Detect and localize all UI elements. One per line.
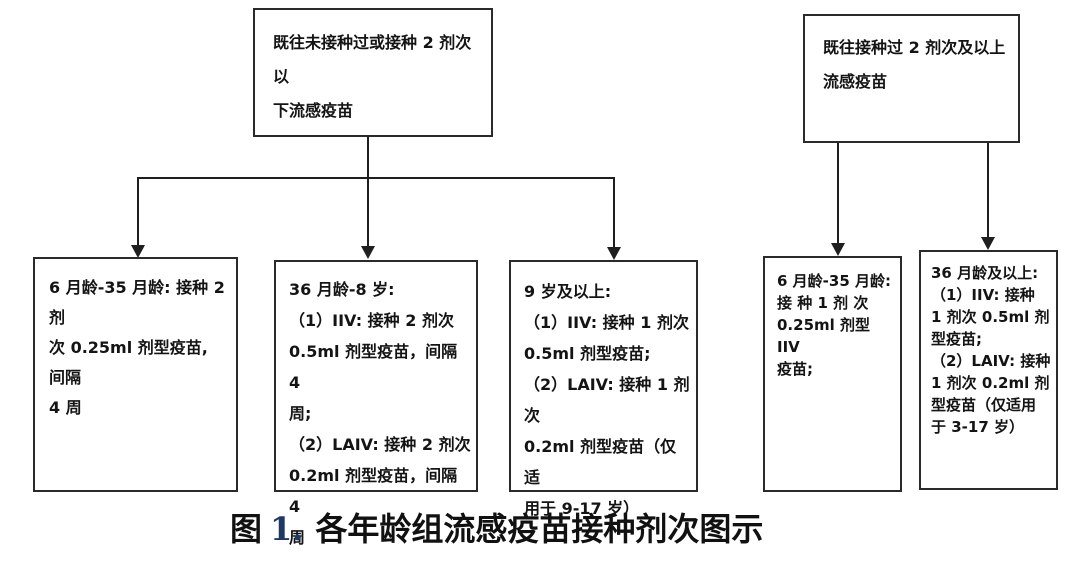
node-prior-age-36-months-plus-text: 36 月龄及以上: （1）IIV: 接种 1 剂次 0.5ml 剂 型疫苗; （… (931, 264, 1051, 436)
node-prior-age-36-months-plus: 36 月龄及以上: （1）IIV: 接种 1 剂次 0.5ml 剂 型疫苗; （… (919, 250, 1058, 490)
connector-line-right-drop-2 (987, 143, 989, 237)
node-age-9-plus-years: 9 岁及以上: （1）IIV: 接种 1 剂次 0.5ml 剂型疫苗; （2）L… (509, 260, 698, 518)
connector-line-left-horizontal (137, 177, 615, 179)
arrow-down-icon (981, 237, 995, 250)
arrow-down-icon (361, 246, 375, 259)
figure-caption-prefix: 图 (230, 510, 263, 548)
node-history-under-2-doses-text: 既往未接种过或接种 2 剂次以 下流感疫苗 (273, 33, 472, 120)
connector-line-right-drop-1 (837, 143, 839, 243)
node-history-2-plus-doses-text: 既往接种过 2 剂次及以上 流感疫苗 (823, 38, 1006, 91)
arrow-down-icon (607, 247, 621, 260)
connector-line-left-stem (367, 136, 369, 246)
connector-line-drop-right (613, 177, 615, 247)
node-age-6-35-months: 6 月龄-35 月龄: 接种 2 剂 次 0.25ml 剂型疫苗, 间隔 4 周 (33, 257, 238, 492)
node-history-2-plus-doses: 既往接种过 2 剂次及以上 流感疫苗 (803, 14, 1020, 143)
figure-caption-text: 各年龄组流感疫苗接种剂次图示 (315, 510, 764, 548)
node-age-9-plus-years-text: 9 岁及以上: （1）IIV: 接种 1 剂次 0.5ml 剂型疫苗; （2）L… (524, 282, 690, 518)
connector-line-drop-left (137, 177, 139, 245)
arrow-down-icon (831, 243, 845, 256)
node-age-6-35-months-text: 6 月龄-35 月龄: 接种 2 剂 次 0.25ml 剂型疫苗, 间隔 4 周 (49, 278, 225, 417)
arrow-down-icon (131, 245, 145, 258)
node-prior-age-6-35-months: 6 月龄-35 月龄: 接 种 1 剂 次 0.25ml 剂型 IIV 疫苗; (763, 256, 902, 492)
node-prior-age-6-35-months-text: 6 月龄-35 月龄: 接 种 1 剂 次 0.25ml 剂型 IIV 疫苗; (777, 272, 891, 378)
node-history-under-2-doses: 既往未接种过或接种 2 剂次以 下流感疫苗 (253, 8, 493, 137)
node-age-36-months-to-8-years: 36 月龄-8 岁: （1）IIV: 接种 2 剂次 0.5ml 剂型疫苗，间隔… (274, 260, 478, 547)
node-age-36-months-to-8-years-text: 36 月龄-8 岁: （1）IIV: 接种 2 剂次 0.5ml 剂型疫苗，间隔… (289, 280, 471, 547)
figure-caption-number: 1. (270, 510, 304, 548)
